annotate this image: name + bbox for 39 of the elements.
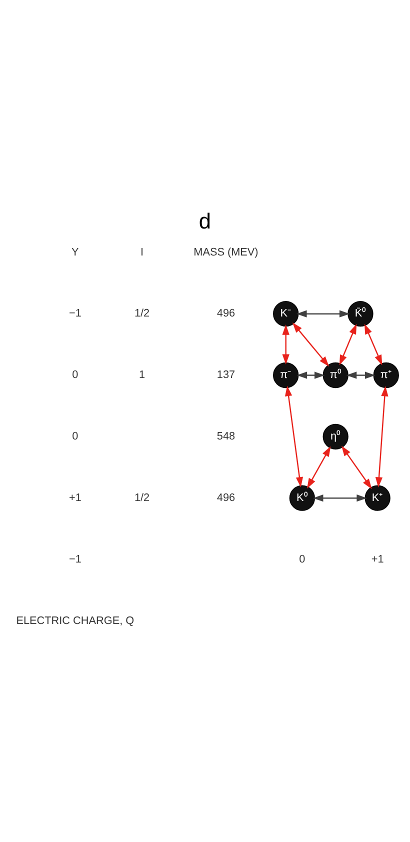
arrow [346, 371, 376, 378]
label: 137 [216, 368, 236, 381]
arrow [307, 446, 331, 488]
node-circle: K̄⁰ [348, 300, 374, 326]
node-circle: K⁺ [364, 484, 390, 510]
node-circle: η⁰ [322, 423, 348, 449]
arrow [312, 494, 367, 502]
label: 0 [72, 368, 78, 381]
node-circle: π⁰ [322, 362, 348, 388]
arrow [292, 322, 330, 366]
node-circle: π⁻ [273, 362, 299, 388]
label: ELECTRIC CHARGE, Q [16, 614, 134, 626]
node-circle: K⁰ [289, 484, 315, 510]
label: −1 [68, 552, 82, 565]
label: Y [72, 246, 79, 258]
label: 0 [72, 430, 78, 442]
label: 496 [216, 491, 236, 504]
arrow [364, 323, 382, 365]
label: +1 [371, 552, 384, 565]
node-circle: K⁻ [273, 300, 299, 326]
arrow [284, 385, 304, 487]
diagram-title: d [198, 208, 212, 234]
label: +1 [68, 491, 82, 504]
label: 1 [139, 368, 146, 381]
arrow [375, 386, 388, 487]
arrow [296, 310, 350, 317]
label: 548 [216, 430, 236, 442]
arrow [296, 371, 325, 378]
label: 1/2 [134, 307, 150, 320]
arrow [339, 323, 357, 365]
label: 496 [216, 307, 236, 320]
arrow [282, 324, 290, 364]
label: I [140, 246, 144, 258]
label: 0 [299, 552, 306, 565]
label: 1/2 [134, 491, 150, 504]
arrow [341, 445, 372, 489]
label: MASS (MEV) [194, 246, 258, 258]
node-circle: π⁺ [373, 362, 399, 388]
label: −1 [68, 307, 82, 320]
